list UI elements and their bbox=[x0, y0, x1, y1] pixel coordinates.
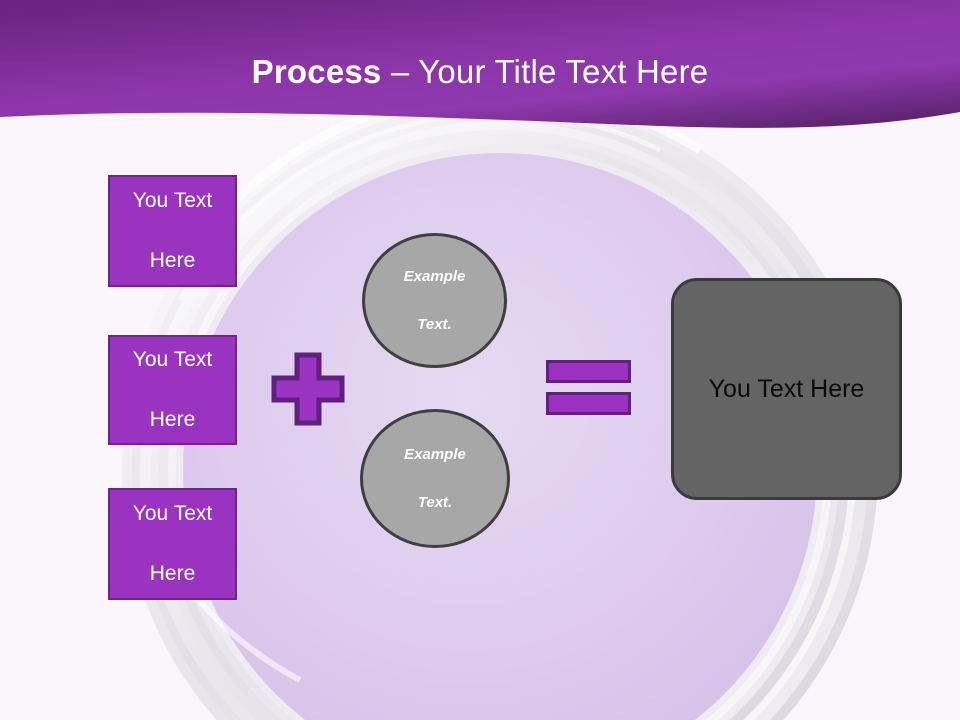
result-box-label: You Text Here bbox=[708, 374, 865, 403]
page-title-strong: Process bbox=[251, 53, 382, 90]
header-banner: Process – Your Title Text Here bbox=[0, 0, 960, 140]
plus-icon bbox=[271, 352, 345, 426]
page-title: Process – Your Title Text Here bbox=[0, 52, 960, 92]
equals-bar-top bbox=[546, 360, 631, 383]
result-box[interactable]: You Text Here bbox=[671, 278, 902, 500]
equals-bar-bottom bbox=[546, 392, 631, 415]
page-title-rest: – Your Title Text Here bbox=[381, 53, 709, 90]
equals-icon bbox=[546, 358, 634, 418]
